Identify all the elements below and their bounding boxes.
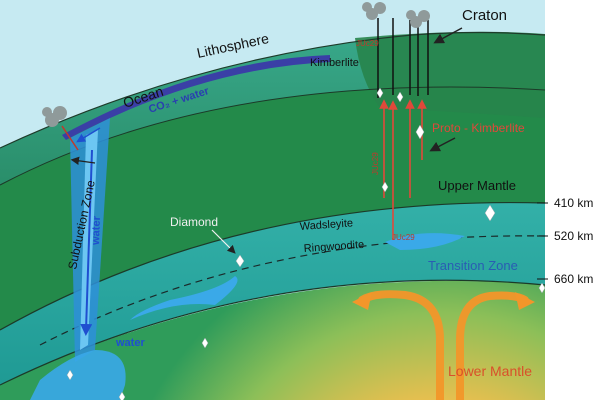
water-bottom-label: water	[115, 337, 145, 349]
craton-leader	[433, 27, 463, 44]
upper-mantle-label: Upper Mantle	[438, 178, 516, 193]
depth-660-label: 660 km	[554, 272, 593, 286]
depth-520-label: 520 km	[554, 229, 593, 243]
boundary-520	[39, 235, 546, 346]
convection-arrowhead-left	[352, 292, 372, 310]
transition-zone-label: Transition Zone	[428, 258, 518, 273]
wadsleyite-label: Wadsleyite	[299, 217, 353, 233]
depth-scale-panel	[545, 0, 612, 400]
jc29-transition-label: JUc29	[392, 233, 415, 242]
volcano-plumes	[42, 2, 430, 127]
diamond-label: Diamond	[170, 215, 218, 229]
arc-volcano-conduit	[61, 125, 79, 151]
water-pool	[30, 350, 126, 400]
proto-kimberlite-label: Proto - Kimberlite	[432, 121, 525, 135]
kimberlite-pipes	[377, 18, 429, 98]
ocean-water-arrow	[76, 127, 101, 143]
diamond-leader	[211, 229, 236, 254]
jc29-vertical-label: JUc29	[371, 152, 380, 175]
jc29-top-label: JUc29	[356, 39, 379, 48]
ringwoodite-label: Ringwoodite	[303, 239, 364, 255]
proto-kimberlite-leader	[429, 137, 456, 152]
surface-line	[0, 31, 546, 149]
upper-mantle-layer	[0, 87, 545, 330]
lower-mantle-layer	[0, 280, 545, 400]
boundary-660	[0, 279, 546, 386]
depth-410-label: 410 km	[554, 196, 593, 210]
water-slab-label: water	[90, 215, 103, 246]
ocean-layer	[62, 55, 330, 140]
convection-arrowhead-right	[515, 292, 535, 310]
diamond-markers	[66, 87, 546, 400]
craton-label: Craton	[462, 7, 507, 24]
kimberlite-label: Kimberlite	[310, 57, 359, 69]
boundary-410	[0, 201, 546, 331]
subduction-zone-pointer	[70, 156, 96, 165]
slab-water-arrow	[80, 149, 93, 336]
water-pocket-right	[385, 233, 465, 250]
lower-mantle-label: Lower Mantle	[448, 363, 532, 379]
water-pocket-left	[130, 276, 238, 320]
lithosphere-base-line	[0, 86, 546, 186]
